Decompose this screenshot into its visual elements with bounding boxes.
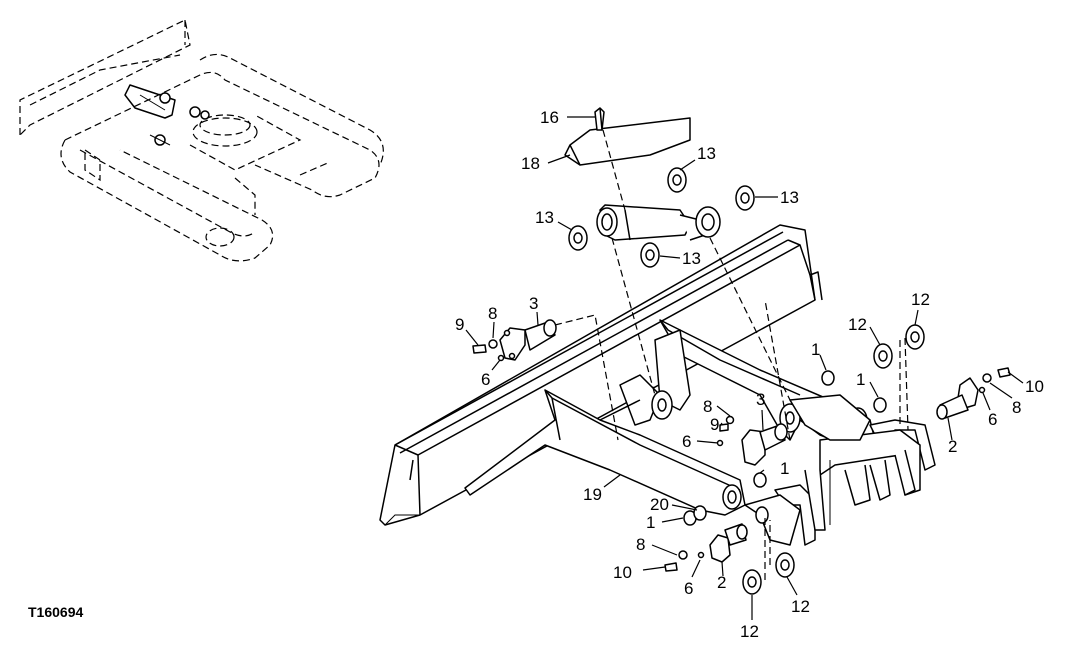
pin-2-lower xyxy=(664,523,748,572)
callout-9: 9 xyxy=(710,415,719,434)
dozer-blade xyxy=(379,224,823,526)
frame-brackets xyxy=(744,394,936,546)
callout-13: 13 xyxy=(682,249,701,268)
callout-18: 18 xyxy=(521,154,540,173)
callout-1: 1 xyxy=(811,340,820,359)
callout-6: 6 xyxy=(684,579,693,598)
callout-8: 8 xyxy=(488,304,497,323)
orings-and-shims xyxy=(683,324,925,595)
callout-2: 2 xyxy=(948,437,957,456)
pin-3-left xyxy=(472,319,557,362)
callout-1: 1 xyxy=(646,513,655,532)
callout-20: 20 xyxy=(650,495,669,514)
callout-2: 2 xyxy=(717,573,726,592)
assembly-lines xyxy=(554,129,909,580)
callout-12: 12 xyxy=(791,597,810,616)
leader-lines xyxy=(465,116,1024,620)
callout-9: 9 xyxy=(455,315,464,334)
callout-1: 1 xyxy=(780,459,789,478)
figure-id: T160694 xyxy=(28,604,83,620)
callout-3: 3 xyxy=(529,294,538,313)
pin-2-right xyxy=(936,367,1011,420)
callout-13: 13 xyxy=(780,188,799,207)
callout-12: 12 xyxy=(740,622,759,641)
callout-3: 3 xyxy=(756,390,765,409)
callout-12: 12 xyxy=(848,315,867,334)
callout-labels: 16 18 13 13 13 13 3 9 8 6 12 12 1 1 10 8… xyxy=(455,108,1044,641)
callout-10: 10 xyxy=(613,563,632,582)
cylinder-guard xyxy=(564,107,691,166)
callout-13: 13 xyxy=(697,144,716,163)
callout-16: 16 xyxy=(540,108,559,127)
callout-8: 8 xyxy=(1012,398,1021,417)
locator-inset xyxy=(19,19,384,262)
callout-6: 6 xyxy=(682,432,691,451)
washers-13 xyxy=(568,167,755,268)
callout-12: 12 xyxy=(911,290,930,309)
callout-1: 1 xyxy=(856,370,865,389)
callout-8: 8 xyxy=(636,535,645,554)
blade-cylinder xyxy=(596,204,721,241)
callout-8: 8 xyxy=(703,397,712,416)
push-arm-left xyxy=(464,374,746,516)
callout-10: 10 xyxy=(1025,377,1044,396)
callout-6: 6 xyxy=(988,410,997,429)
callout-6: 6 xyxy=(481,370,490,389)
callout-19: 19 xyxy=(583,485,602,504)
callout-13: 13 xyxy=(535,208,554,227)
